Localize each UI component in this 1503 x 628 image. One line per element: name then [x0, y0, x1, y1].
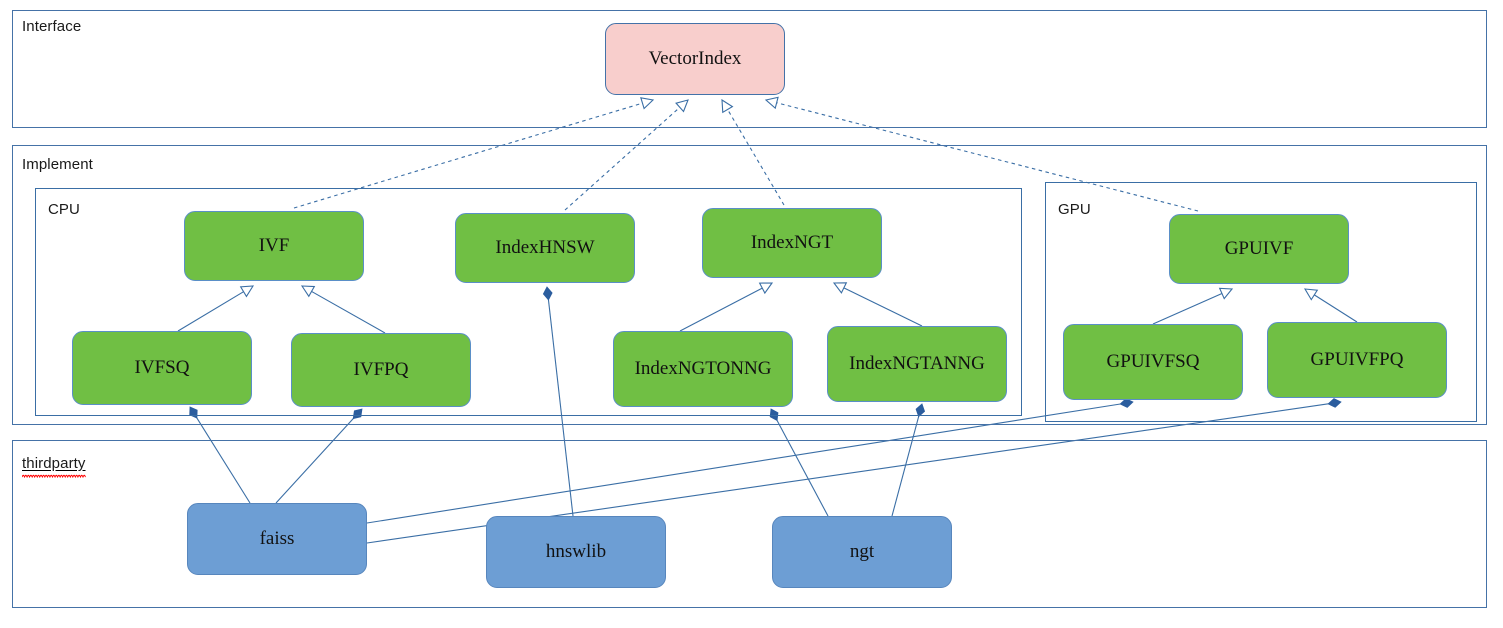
node-label-hnswlib: hnswlib — [545, 540, 607, 562]
node-label-indexngt: IndexNGT — [750, 231, 834, 253]
node-label-gpuivfsq: GPUIVFSQ — [1106, 350, 1200, 372]
node-gpuivfsq[interactable]: GPUIVFSQ — [1063, 324, 1243, 400]
node-label-faiss: faiss — [259, 527, 295, 549]
node-hnswlib[interactable]: hnswlib — [486, 516, 666, 588]
node-label-indexhnsw: IndexHNSW — [495, 236, 595, 258]
node-ivfpq[interactable]: IVFPQ — [291, 333, 471, 407]
node-label-gpuivf: GPUIVF — [1224, 237, 1294, 259]
node-faiss[interactable]: faiss — [187, 503, 367, 575]
container-implement — [12, 145, 1487, 425]
node-label-ivfpq: IVFPQ — [353, 358, 409, 380]
node-gpuivf[interactable]: GPUIVF — [1169, 214, 1349, 284]
node-ngt[interactable]: ngt — [772, 516, 952, 588]
container-label-thirdparty: thirdparty — [22, 455, 86, 478]
subcontainer-label-cpu: CPU — [48, 201, 80, 218]
container-thirdparty — [12, 440, 1487, 608]
container-label-interface: Interface — [22, 18, 82, 35]
node-label-indexngtonng: IndexNGTONNG — [634, 357, 772, 379]
node-indexngt[interactable]: IndexNGT — [702, 208, 882, 278]
node-label-ivfsq: IVFSQ — [134, 356, 190, 378]
container-interface — [12, 10, 1487, 128]
subcontainer-cpu — [35, 188, 1022, 416]
container-label-implement: Implement — [22, 156, 93, 173]
node-gpuivfpq[interactable]: GPUIVFPQ — [1267, 322, 1447, 398]
node-ivfsq[interactable]: IVFSQ — [72, 331, 252, 405]
subcontainer-gpu — [1045, 182, 1477, 422]
node-label-vectorindex: VectorIndex — [648, 47, 742, 69]
node-indexngtanng[interactable]: IndexNGTANNG — [827, 326, 1007, 402]
node-indexngtonng[interactable]: IndexNGTONNG — [613, 331, 793, 407]
node-label-gpuivfpq: GPUIVFPQ — [1310, 348, 1404, 370]
node-label-ngt: ngt — [849, 540, 875, 562]
node-label-ivf: IVF — [258, 234, 290, 256]
node-vectorindex[interactable]: VectorIndex — [605, 23, 785, 95]
node-ivf[interactable]: IVF — [184, 211, 364, 281]
subcontainer-label-gpu: GPU — [1058, 201, 1091, 218]
node-label-indexngtanng: IndexNGTANNG — [849, 352, 985, 374]
node-indexhnsw[interactable]: IndexHNSW — [455, 213, 635, 283]
